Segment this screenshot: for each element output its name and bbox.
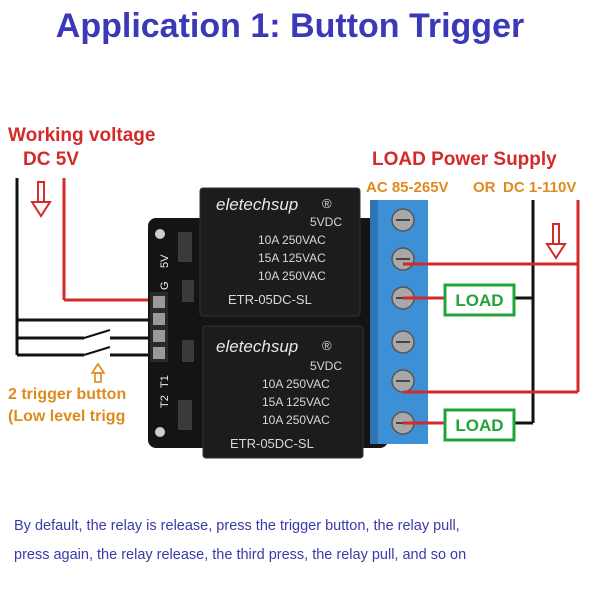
load-supply-or: OR <box>473 179 496 196</box>
relay-top-spec1: 5VDC <box>310 215 342 229</box>
relay-bottom-brand: eletechsup <box>216 337 298 356</box>
load-label-2: LOAD <box>455 416 503 435</box>
trigger-label: 2 trigger button <box>8 386 126 403</box>
load-box-2: LOAD <box>443 408 516 442</box>
pin-label-t1: T1 <box>159 375 171 388</box>
description-line-1: By default, the relay is release, press … <box>14 518 460 534</box>
relay-bottom-model: ETR-05DC-SL <box>230 436 314 451</box>
load-supply-title: LOAD Power Supply <box>372 149 557 170</box>
load-label-1: LOAD <box>455 291 503 310</box>
relay-top-spec2: 10A 250VAC <box>258 233 326 247</box>
load-supply-ac: AC 85-265V <box>366 179 449 196</box>
relay-bottom-spec1: 5VDC <box>310 359 342 373</box>
page-title: Application 1: Button Trigger <box>56 7 524 45</box>
trigger-arrow-up-icon <box>90 362 106 383</box>
relay-top: eletechsup ® 5VDC 10A 250VAC 15A 125VAC … <box>199 187 361 317</box>
terminal-block <box>370 200 428 444</box>
relay-bottom-spec3: 15A 125VAC <box>262 395 330 409</box>
relay-top-spec4: 10A 250VAC <box>258 269 326 283</box>
supply-arrow-left-icon <box>30 181 52 218</box>
supply-arrow-right-icon <box>545 223 567 260</box>
relay-bottom-spec4: 10A 250VAC <box>262 413 330 427</box>
relay-top-spec3: 15A 125VAC <box>258 251 326 265</box>
trigger-label-sub: (Low level trigg <box>8 408 125 425</box>
description-line-2: press again, the relay release, the thir… <box>14 547 466 563</box>
mount-hole-icon <box>155 229 165 239</box>
trigger-switch-2 <box>83 346 111 356</box>
pin-label-t2: T2 <box>159 395 171 408</box>
trigger-switch-1 <box>83 329 111 339</box>
relay-bottom-spec2: 10A 250VAC <box>262 377 330 391</box>
load-box-1: LOAD <box>443 283 516 317</box>
working-voltage-value: DC 5V <box>23 149 79 170</box>
mount-hole-icon <box>155 427 165 437</box>
pin-label-g: G <box>159 281 171 290</box>
relay-top-reg: ® <box>322 196 332 211</box>
load-supply-dc: DC 1-110V <box>503 179 576 196</box>
working-voltage-label: Working voltage <box>8 125 155 146</box>
pin-label-5v: 5V <box>159 254 171 268</box>
relay-bottom: eletechsup ® 5VDC 10A 250VAC 15A 125VAC … <box>202 325 364 459</box>
relay-top-brand: eletechsup <box>216 195 298 214</box>
relay-top-model: ETR-05DC-SL <box>228 292 312 307</box>
relay-bottom-reg: ® <box>322 338 332 353</box>
screw-terminal-icon <box>391 208 415 435</box>
